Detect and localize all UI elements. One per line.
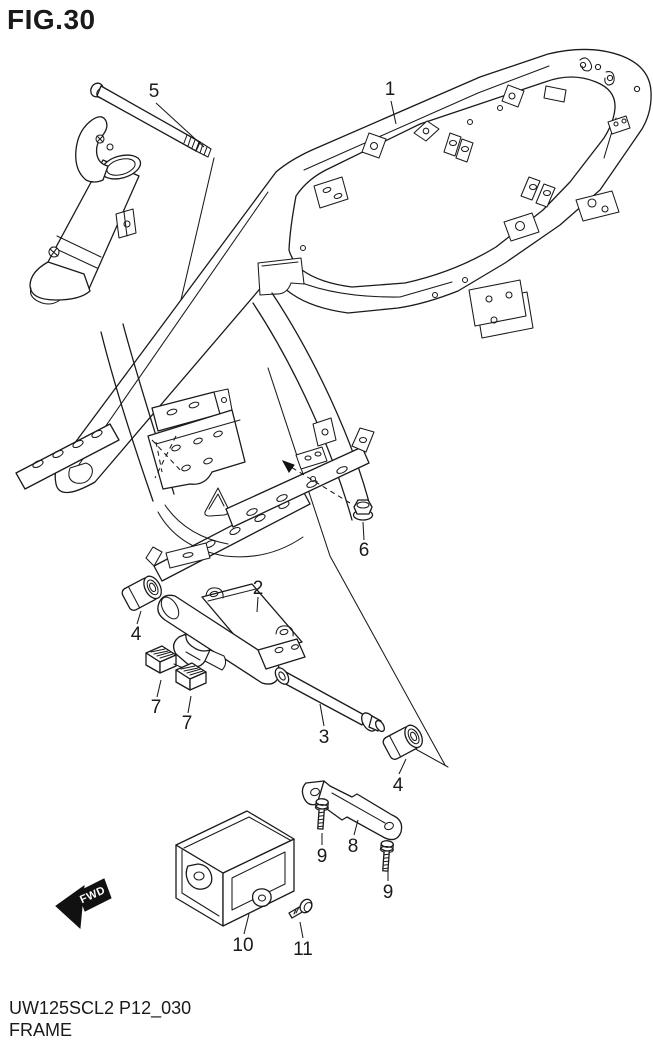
mount-bracket-2: [157, 583, 306, 685]
head-tube: [29, 116, 142, 305]
fwd-marker: FWD: [55, 878, 112, 930]
bushing-4-right: [382, 724, 423, 760]
screw-9-right: [379, 840, 394, 872]
callout-1[interactable]: 1: [385, 79, 396, 100]
cushion-7-right: [175, 662, 207, 691]
fwd-arrow-body: [77, 878, 112, 912]
callout-4-right[interactable]: 4: [393, 775, 404, 796]
callout-4-left[interactable]: 4: [131, 624, 142, 645]
callout-3[interactable]: 3: [319, 727, 330, 748]
callout-10[interactable]: 10: [232, 935, 253, 956]
callout-9-right[interactable]: 9: [383, 882, 394, 903]
callout-2[interactable]: 2: [253, 578, 264, 599]
figure-name: FRAME: [9, 1020, 72, 1040]
fwd-arrow-icon: [55, 884, 85, 930]
callout-8[interactable]: 8: [348, 836, 359, 857]
plate-8: [301, 780, 403, 841]
shaft-3: [274, 667, 385, 733]
nut-6: [281, 460, 374, 521]
ring-brackets: [257, 84, 620, 339]
head-tube-hook-bracket: [75, 116, 109, 183]
model-code: UW125SCL2 P12_030: [9, 998, 192, 1018]
callout-7-right[interactable]: 7: [182, 713, 193, 734]
callout-7-left[interactable]: 7: [151, 697, 162, 718]
callouts: 1 5 6 2 4 7 7 3 4 9 8 9 10: [131, 79, 407, 960]
callout-5[interactable]: 5: [149, 81, 160, 102]
figure-footer: UW125SCL2 P12_030 FRAME: [9, 997, 191, 1041]
bolt-5: [90, 82, 212, 158]
cover-10: [175, 810, 295, 927]
frame-body: [15, 48, 652, 582]
callout-9-left[interactable]: 9: [317, 846, 328, 867]
callout-6[interactable]: 6: [359, 540, 370, 561]
screw-9-left: [314, 798, 329, 830]
rear-crossmember: [543, 57, 641, 135]
callout-11[interactable]: 11: [293, 939, 313, 960]
floorboard-cradle: [15, 388, 375, 582]
bolt-11: [288, 898, 313, 919]
figure-title: FIG.30: [7, 4, 96, 35]
bushing-4-left: [121, 575, 162, 611]
